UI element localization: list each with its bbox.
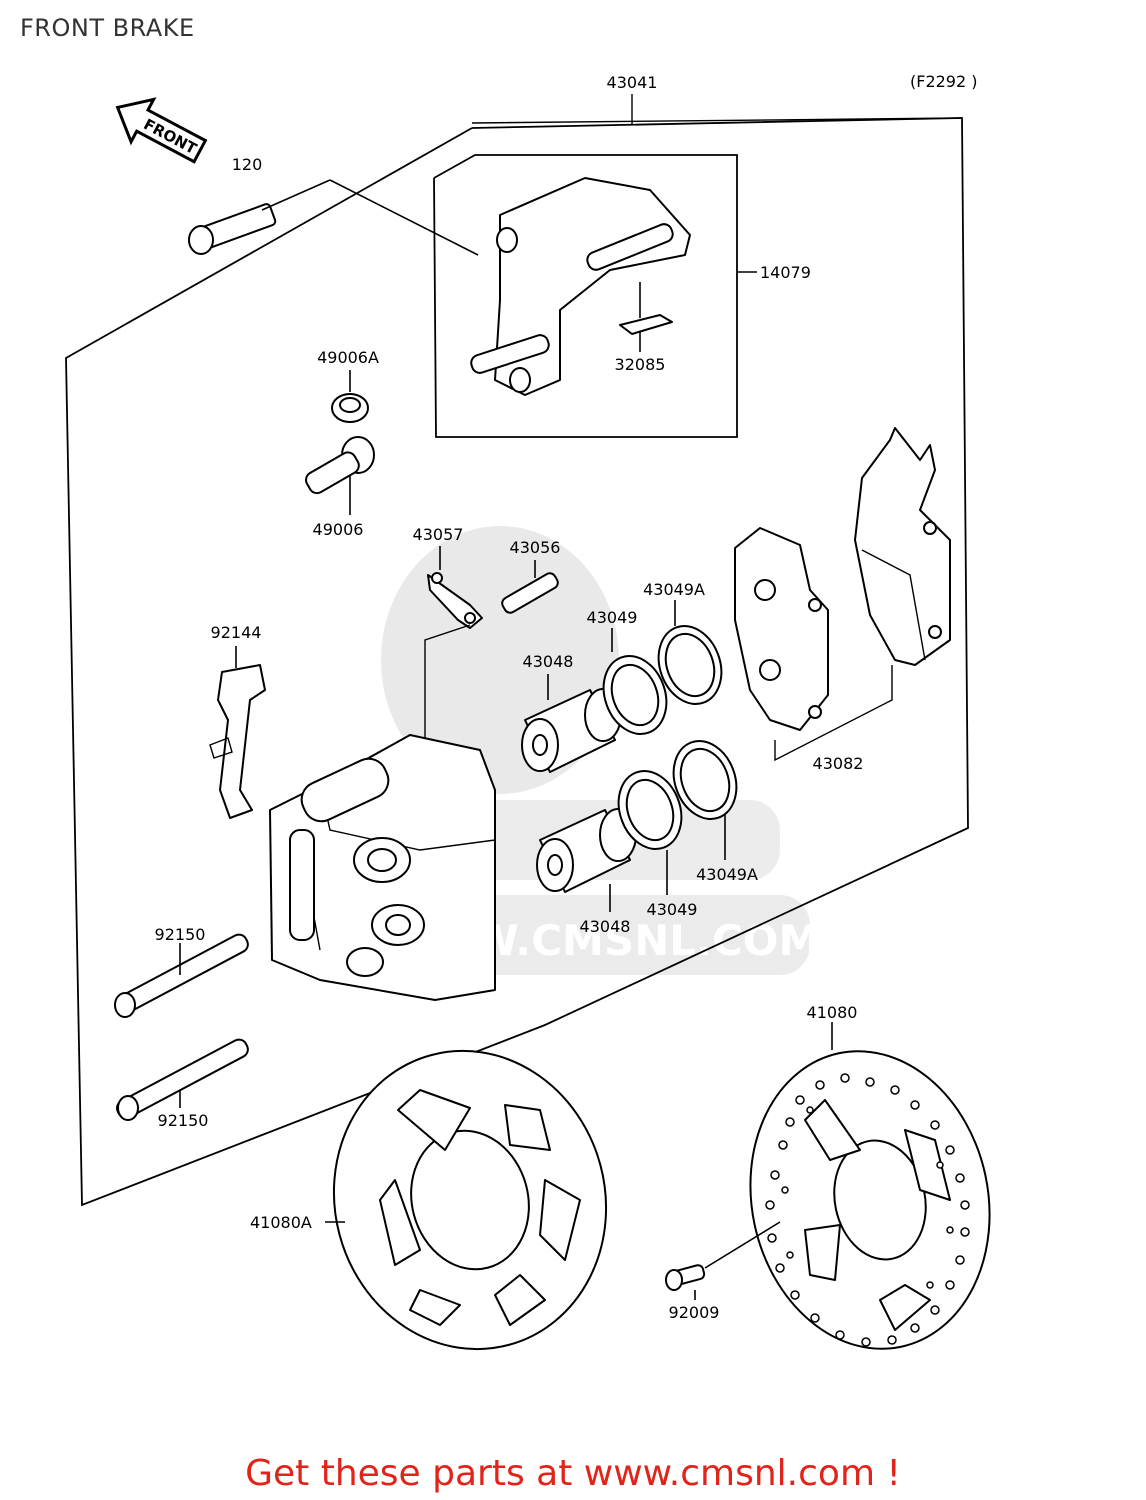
label-92144: 92144 bbox=[211, 623, 262, 642]
label-figure-code: (F2292 ) bbox=[910, 72, 978, 91]
seal-43049a-upper bbox=[657, 600, 723, 705]
bleeder-cap-49006a bbox=[331, 370, 369, 423]
bracket-outline bbox=[433, 154, 738, 438]
label-43056: 43056 bbox=[510, 538, 561, 557]
label-43048-lower: 43048 bbox=[580, 917, 631, 936]
bleeder-valve-49006 bbox=[305, 436, 375, 515]
label-43048-upper: 43048 bbox=[523, 652, 574, 671]
brake-disc-41080 bbox=[749, 1022, 991, 1350]
label-14079: 14079 bbox=[760, 263, 811, 282]
label-43057: 43057 bbox=[413, 525, 464, 544]
footer-parts-link[interactable]: Get these parts at www.cmsnl.com ! bbox=[245, 1453, 901, 1494]
caliper-body bbox=[269, 734, 496, 1001]
label-49006: 49006 bbox=[313, 520, 364, 539]
pin-92150-lower bbox=[116, 1038, 249, 1121]
piston-43048-lower bbox=[536, 808, 637, 912]
bolt-120 bbox=[188, 179, 479, 256]
label-43082: 43082 bbox=[813, 754, 864, 773]
label-41080: 41080 bbox=[807, 1003, 858, 1022]
label-43049-lower: 43049 bbox=[647, 900, 698, 919]
label-41080a: 41080A bbox=[250, 1213, 312, 1232]
label-32085: 32085 bbox=[615, 355, 666, 374]
brake-pads-43082 bbox=[734, 427, 951, 762]
label-43049-upper: 43049 bbox=[587, 608, 638, 627]
page-title: FRONT BRAKE bbox=[20, 14, 195, 42]
seal-43049-upper bbox=[602, 628, 668, 735]
label-49006a: 49006A bbox=[317, 348, 379, 367]
spring-clip-92144 bbox=[209, 646, 266, 819]
caliper-bracket-14079 bbox=[470, 177, 691, 396]
bleeder-screw-43056 bbox=[501, 560, 559, 614]
label-92150-upper: 92150 bbox=[155, 925, 206, 944]
label-43049a-upper: 43049A bbox=[643, 580, 705, 599]
label-92150-lower: 92150 bbox=[158, 1111, 209, 1130]
disc-bolt-92009 bbox=[665, 1221, 781, 1300]
label-120: 120 bbox=[232, 155, 263, 174]
brake-disc-41080a bbox=[325, 1049, 608, 1351]
label-43049a-lower: 43049A bbox=[696, 865, 758, 884]
piston-43048-upper bbox=[521, 674, 622, 773]
front-arrow-icon: FRONT bbox=[115, 97, 208, 164]
label-92009: 92009 bbox=[669, 1303, 720, 1322]
pin-92150-upper bbox=[114, 933, 249, 1018]
seal-43049a-lower bbox=[672, 740, 738, 860]
label-43041: 43041 bbox=[607, 73, 658, 92]
seal-43049-lower bbox=[617, 770, 683, 895]
